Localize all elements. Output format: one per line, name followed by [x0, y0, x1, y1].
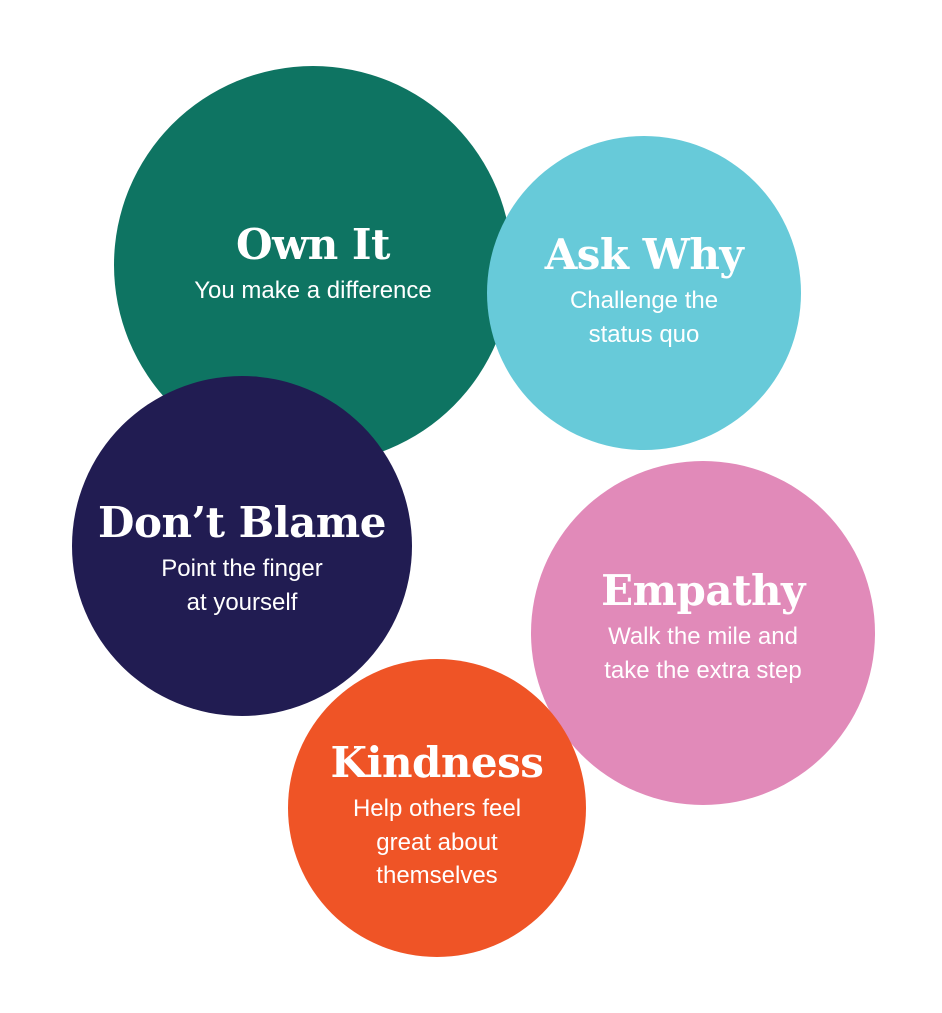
empathy-label: Empathy Walk the mile and take the extra…: [531, 566, 875, 687]
ask-why-label: Ask Why Challenge the status quo: [487, 230, 801, 351]
dont-blame-title: Don’t Blame: [98, 498, 386, 547]
kindness-subtitle-line: great about: [376, 828, 498, 856]
empathy-subtitle: Walk the mile and take the extra step: [531, 620, 875, 687]
own-it-label: Own It You make a difference: [114, 220, 512, 308]
empathy-subtitle-line: take the extra step: [604, 656, 802, 684]
dont-blame-subtitle: Point the finger at yourself: [62, 552, 422, 619]
own-it-subtitle-line: You make a difference: [194, 277, 432, 305]
dont-blame-circle: [72, 376, 412, 716]
ask-why-title: Ask Why: [544, 230, 744, 279]
own-it-title: Own It: [236, 220, 390, 269]
ask-why-subtitle-line: status quo: [588, 320, 700, 348]
dont-blame-subtitle-line: at yourself: [186, 588, 298, 616]
empathy-circle: [531, 461, 875, 805]
ask-why-subtitle-line: Challenge the: [569, 287, 719, 315]
kindness-label: Kindness Help others feel great about th…: [288, 738, 586, 893]
dont-blame-label: Don’t Blame Point the finger at yourself: [62, 498, 422, 619]
empathy-title: Empathy: [601, 566, 805, 615]
dont-blame-subtitle-line: Point the finger: [161, 555, 323, 583]
kindness-subtitle-line: themselves: [376, 862, 498, 890]
ask-why-subtitle: Challenge the status quo: [487, 284, 801, 351]
kindness-circle: [288, 659, 586, 957]
kindness-subtitle-line: Help others feel: [352, 795, 522, 823]
kindness-subtitle: Help others feel great about themselves: [288, 792, 586, 893]
ask-why-circle: [487, 136, 801, 450]
kindness-title: Kindness: [330, 738, 544, 787]
empathy-subtitle-line: Walk the mile and: [608, 623, 798, 651]
own-it-subtitle: You make a difference: [114, 274, 512, 308]
